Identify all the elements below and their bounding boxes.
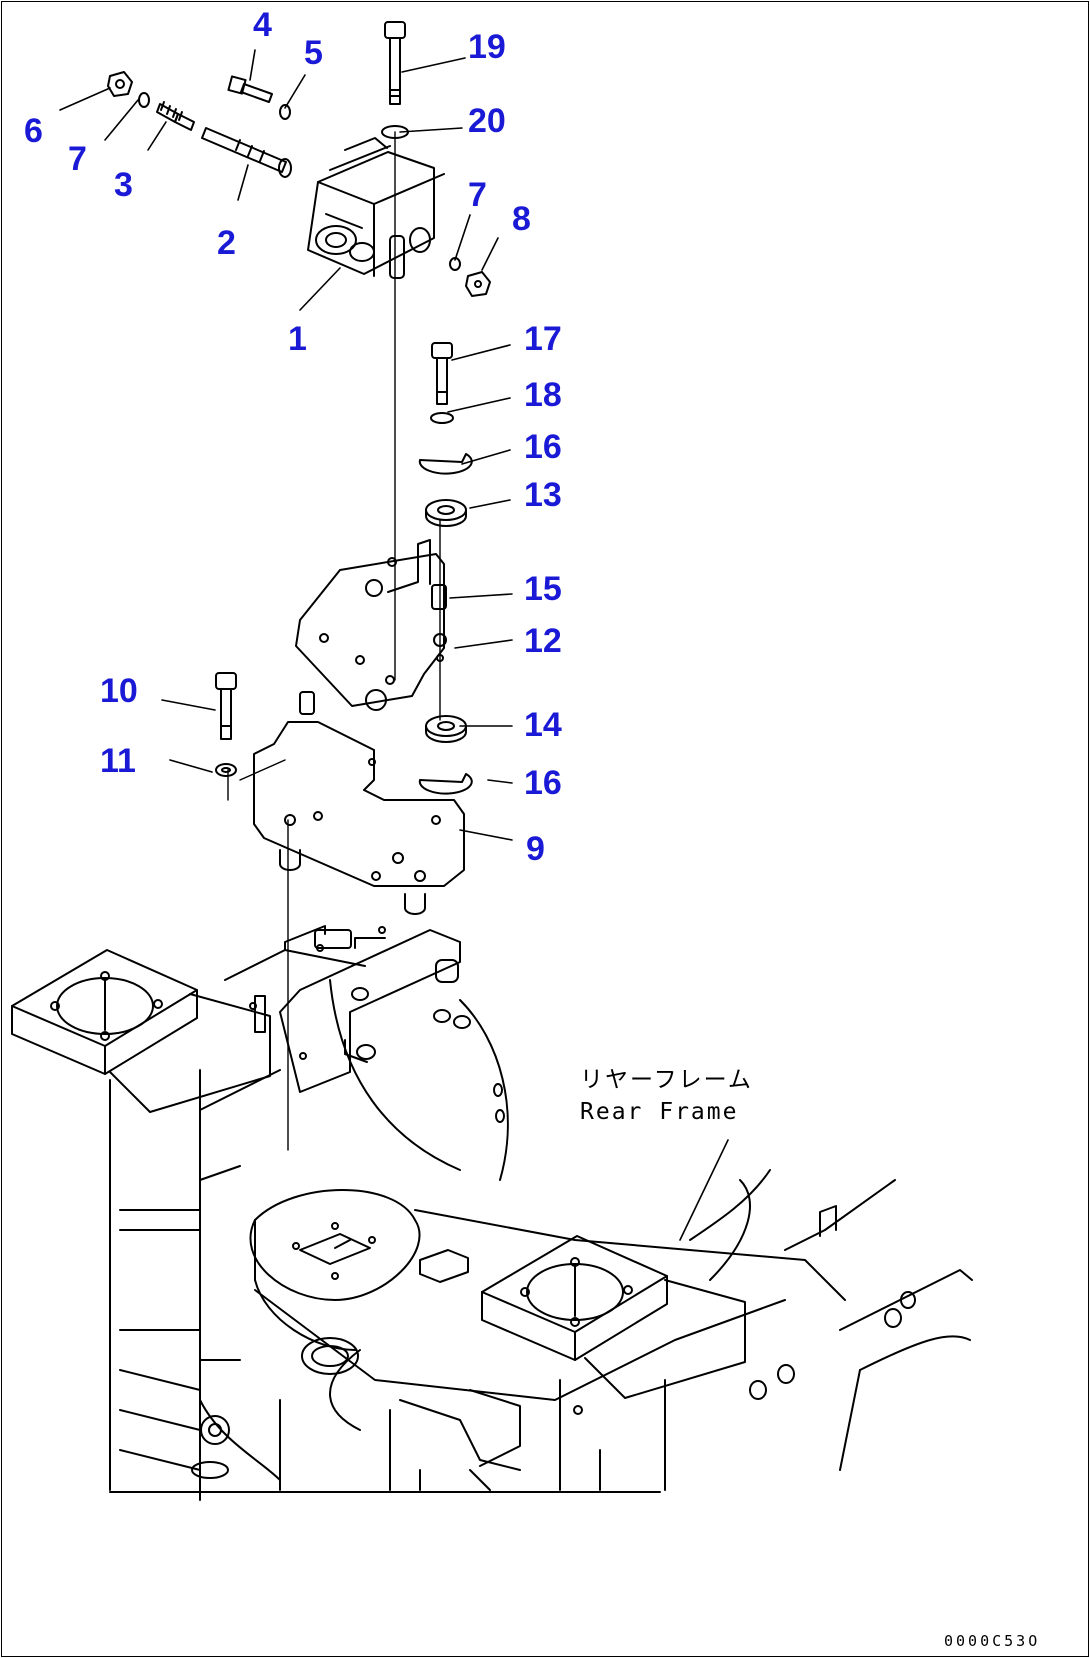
part-6-nut: [107, 71, 133, 97]
part-8-plug: [465, 271, 491, 297]
callout-6: 6: [24, 112, 43, 150]
part-7-ring-side: [449, 257, 461, 271]
callout-13: 13: [524, 476, 562, 514]
callout-16-lower: 16: [524, 764, 562, 802]
assembly-axis-lines: [227, 131, 441, 1151]
callout-5: 5: [304, 34, 323, 72]
callout-9: 9: [526, 830, 545, 868]
rear-frame-structure: [11, 925, 973, 1501]
leader-lines: [59, 49, 729, 1241]
part-3-spring: [156, 101, 195, 131]
callout-12: 12: [524, 622, 562, 660]
callout-2: 2: [217, 224, 236, 262]
part-11-washer: [215, 763, 237, 777]
part-14-bushing: [425, 715, 467, 743]
rear-frame-label-japanese: リヤーフレーム: [580, 1067, 753, 1093]
part-18-washer: [430, 412, 454, 424]
callout-18: 18: [524, 376, 562, 414]
part-4-pin: [227, 75, 273, 103]
part-16-shim-top: [418, 453, 473, 475]
part-15-collar: [431, 584, 447, 610]
part-10-bolt: [215, 672, 237, 740]
callout-10: 10: [100, 672, 138, 710]
part-1-valve-body: [307, 137, 445, 279]
callout-8: 8: [512, 200, 531, 238]
callout-7-right: 7: [468, 176, 487, 214]
callout-17: 17: [524, 320, 562, 358]
part-13-bushing: [425, 499, 467, 527]
part-19-bolt: [384, 21, 406, 105]
part-12-bracket: [295, 539, 447, 711]
callout-16-upper: 16: [524, 428, 562, 466]
callout-11: 11: [100, 742, 136, 780]
part-7-ring-top: [138, 92, 150, 108]
callout-4: 4: [253, 6, 272, 44]
callout-3: 3: [114, 166, 133, 204]
callout-14: 14: [524, 706, 562, 744]
part-20-washer: [381, 125, 409, 139]
part-5-washer: [279, 104, 291, 120]
rear-frame-label-english: Rear Frame: [580, 1099, 739, 1125]
part-17-bolt: [431, 342, 453, 405]
callout-20: 20: [468, 102, 506, 140]
drawing-code: 0000C53O: [944, 1632, 1041, 1650]
callout-19: 19: [468, 28, 506, 66]
part-16-shim-bottom: [418, 773, 473, 795]
callout-7-upper-left: 7: [68, 140, 87, 178]
part-9-bracket: [253, 691, 465, 915]
callout-1: 1: [288, 320, 307, 358]
callout-15: 15: [524, 570, 562, 608]
part-2-spool: [201, 127, 292, 178]
